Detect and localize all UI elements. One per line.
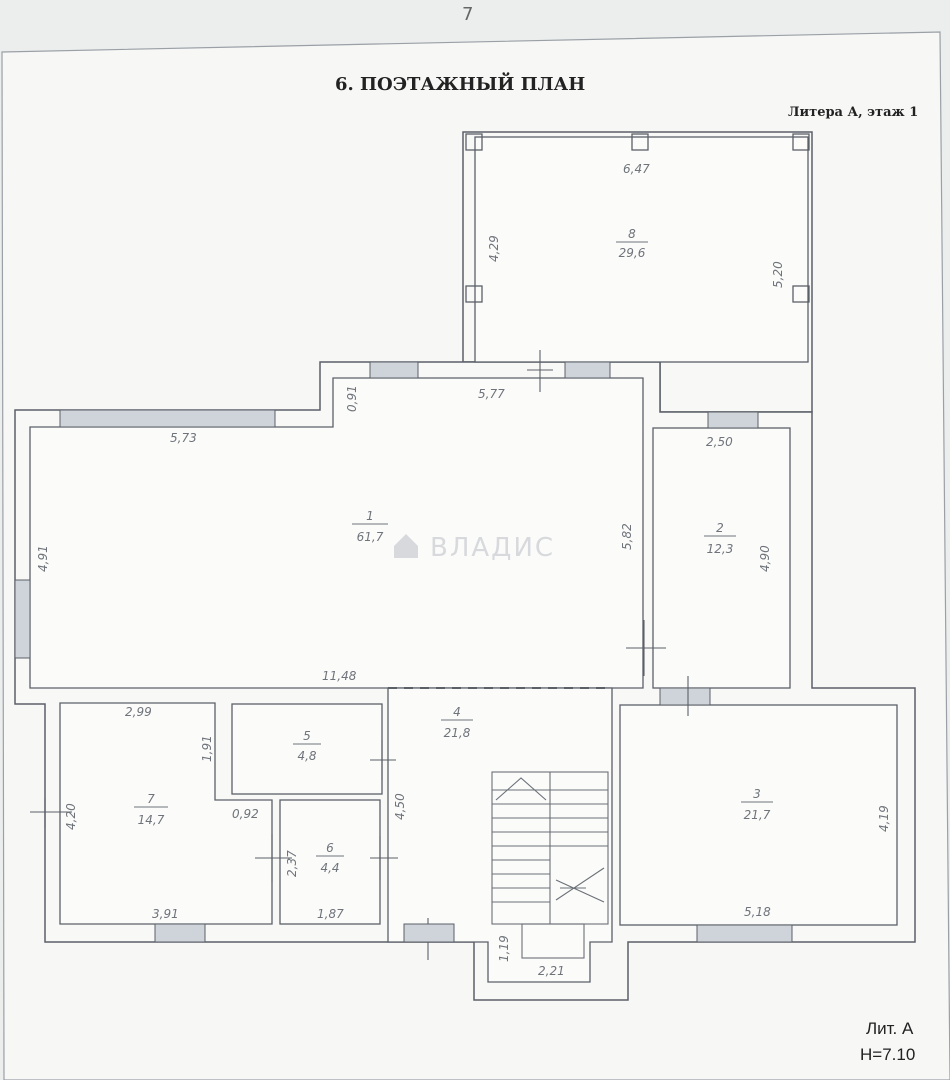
room-4-number: 4 <box>453 705 461 719</box>
svg-text:2,99: 2,99 <box>125 705 152 719</box>
room-5-number: 5 <box>303 729 311 743</box>
room-3 <box>619 704 898 926</box>
svg-text:3,91: 3,91 <box>152 907 179 921</box>
dimension-labels: 6,47 4,29 5,20 5,77 0,91 5,73 4,91 5,82 … <box>36 162 891 978</box>
svg-text:4,20: 4,20 <box>64 803 78 830</box>
svg-text:4,29: 4,29 <box>487 235 501 262</box>
room-2 <box>652 427 791 689</box>
svg-text:2,37: 2,37 <box>285 850 299 877</box>
svg-text:5,18: 5,18 <box>744 905 771 919</box>
svg-text:4,19: 4,19 <box>877 805 891 832</box>
svg-text:5,20: 5,20 <box>771 261 785 288</box>
litera-label: Лит. А <box>866 1019 914 1038</box>
floor-subtitle: Литера А, этаж 1 <box>788 105 918 120</box>
svg-text:11,48: 11,48 <box>322 669 357 683</box>
svg-text:1,19: 1,19 <box>497 935 511 962</box>
svg-text:5,77: 5,77 <box>478 387 505 401</box>
page-title: 6. ПОЭТАЖНЫЙ ПЛАН <box>335 71 585 95</box>
svg-text:5,82: 5,82 <box>620 523 634 550</box>
svg-text:4,50: 4,50 <box>393 793 407 820</box>
room-7-area: 14,7 <box>138 813 165 827</box>
room-6 <box>279 799 381 925</box>
staircase <box>491 771 609 959</box>
room-5 <box>231 703 383 795</box>
veranda-columns <box>465 133 810 303</box>
page-mark: 7 <box>462 4 473 25</box>
room-1-number: 1 <box>366 509 374 523</box>
room-7-number: 7 <box>147 792 155 806</box>
svg-text:4,91: 4,91 <box>36 545 50 572</box>
svg-text:2,21: 2,21 <box>538 964 565 978</box>
watermark-text: ВЛАДИС <box>430 533 555 563</box>
svg-text:6,47: 6,47 <box>623 162 650 176</box>
room-7 <box>59 702 273 925</box>
room-1 <box>29 377 644 689</box>
room-labels: 8 29,6 1 61,7 2 12,3 3 21,7 4 21,8 5 4,8… <box>134 227 773 875</box>
room-4-area: 21,8 <box>444 726 471 740</box>
room-6-area: 4,4 <box>320 861 339 875</box>
room-1-area: 61,7 <box>357 530 384 544</box>
watermark: ВЛАДИС <box>394 533 555 563</box>
room-2-number: 2 <box>716 521 724 535</box>
room-8-area: 29,6 <box>619 246 646 260</box>
windows <box>14 361 793 943</box>
height-label: H=7.10 <box>860 1045 915 1064</box>
svg-text:2,50: 2,50 <box>706 435 733 449</box>
room-5-area: 4,8 <box>297 749 316 763</box>
room-8 <box>474 136 809 363</box>
svg-text:4,90: 4,90 <box>758 545 772 572</box>
room-6-number: 6 <box>326 841 334 855</box>
svg-text:0,91: 0,91 <box>345 385 359 412</box>
svg-text:5,73: 5,73 <box>170 431 197 445</box>
svg-text:0,92: 0,92 <box>232 807 259 821</box>
svg-text:1,87: 1,87 <box>317 907 344 921</box>
room-3-number: 3 <box>753 787 761 801</box>
room-3-area: 21,7 <box>744 808 771 822</box>
svg-text:1,91: 1,91 <box>200 735 214 762</box>
room-2-area: 12,3 <box>707 542 734 556</box>
doors <box>30 350 689 960</box>
room-8-number: 8 <box>628 227 636 241</box>
